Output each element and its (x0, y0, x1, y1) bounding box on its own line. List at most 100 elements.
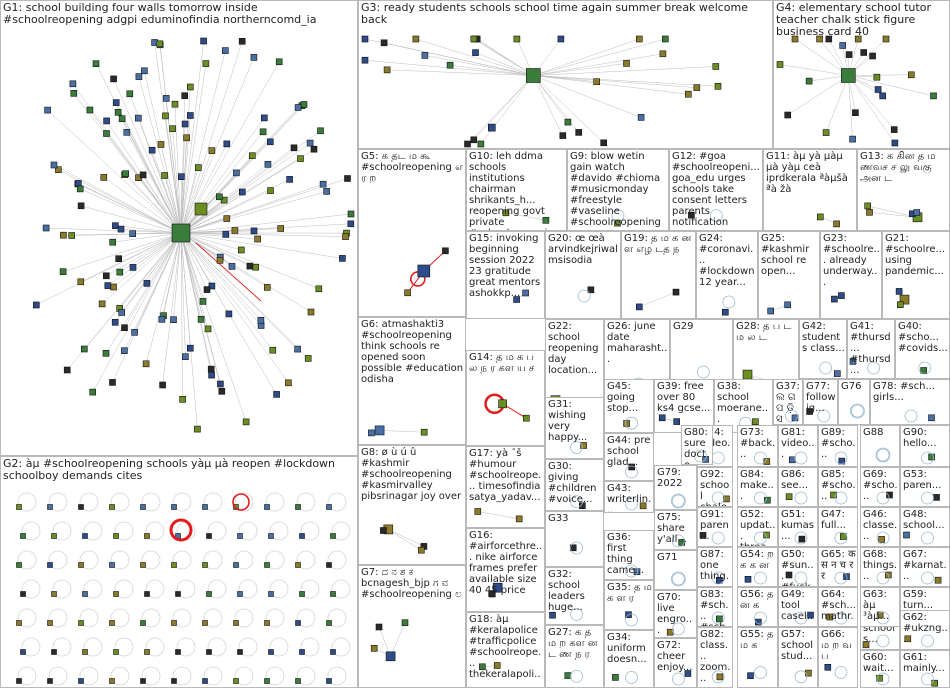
network-node (514, 36, 520, 42)
network-node (172, 505, 177, 510)
group-label: G82: class... zoom... (700, 629, 731, 684)
network-node (422, 52, 428, 58)
network-node (560, 133, 566, 139)
network-node (78, 279, 84, 285)
group-label: G20: œ œà arvindkejriwal msisodia (548, 233, 619, 266)
network-node (896, 288, 902, 294)
group-panel-g90: G90: hello... (900, 425, 950, 467)
network-node (145, 592, 150, 597)
network-node (219, 388, 225, 394)
group-panel-g24: G24: #coronavi... #lockdown 12 year... (696, 231, 758, 319)
network-node (673, 289, 679, 295)
network-node (278, 226, 284, 232)
network-node (478, 141, 484, 147)
group-panel-g32: G32: school leaders huge... (545, 567, 604, 625)
network-node (43, 225, 49, 231)
network-node (83, 592, 88, 597)
hub-node (418, 265, 430, 277)
network-node (914, 210, 920, 216)
self-loop (877, 449, 889, 461)
graph-edge (848, 76, 933, 96)
network-node (291, 145, 297, 151)
network-node (123, 171, 129, 177)
network-node (79, 621, 84, 626)
graph-edge (58, 170, 181, 233)
group-label: G23: #schoolre... already underway... (823, 233, 880, 288)
self-loop (922, 673, 934, 685)
network-node (71, 90, 77, 96)
group-label: G77: follow ig... (806, 381, 836, 414)
network-node (198, 316, 204, 322)
group-panel-g86: G86: see... (778, 467, 818, 507)
group-panel-g50: G50: #sun... #fuck... (778, 547, 818, 587)
network-node (817, 214, 823, 220)
network-node (331, 650, 336, 655)
network-node (48, 505, 53, 510)
group-panel-g61: G61: mainly... (900, 650, 950, 688)
network-node (122, 325, 128, 331)
group-label: G50: #sun... #fuck... (781, 549, 816, 587)
network-node (865, 203, 871, 209)
group-label: G91: paren... (700, 509, 731, 542)
network-node (831, 296, 837, 302)
graph-edge (533, 39, 639, 76)
group-label: G1: school building four walls tomorrow … (3, 2, 356, 26)
network-node (119, 116, 125, 122)
network-node (471, 36, 477, 42)
network-node (141, 621, 146, 626)
network-node (207, 534, 212, 539)
group-panel-g70: G70: live engro... (654, 590, 697, 638)
network-node (296, 505, 301, 510)
network-node (159, 316, 165, 322)
network-node (348, 221, 354, 227)
group-label: G87: one thing... (700, 549, 731, 587)
network-node (636, 304, 642, 310)
network-node (932, 680, 938, 686)
network-node (659, 415, 665, 421)
network-node (136, 74, 142, 80)
network-node (83, 650, 88, 655)
network-node (216, 194, 222, 200)
group-label: G9: blow wetin gain watch #davido #chiom… (570, 151, 667, 228)
group-label: G24: #coronavi... #lockdown 12 year... (699, 233, 756, 288)
group-label: G78: #sch... girls... (873, 381, 948, 403)
network-node (316, 286, 322, 292)
network-node (320, 181, 326, 187)
network-node (239, 38, 245, 44)
network-node (145, 650, 150, 655)
group-panel-g64: G64: #sch... mathr... (818, 587, 858, 627)
network-node (224, 216, 230, 222)
graph-edge (788, 76, 849, 116)
graph-edge (848, 76, 894, 130)
network-node (114, 534, 119, 539)
group-panel-g85: G85: #scho... (818, 467, 858, 507)
network-node (238, 534, 243, 539)
group-label: G14: த ம க ப ல ந ர கள ய ச (469, 352, 543, 374)
network-node (115, 109, 121, 115)
group-panel-g43: G43: writerlin... #essay... (604, 481, 654, 513)
group-panel-g56: G56: த ன க (737, 587, 778, 627)
network-node (75, 180, 81, 186)
network-node (17, 679, 22, 684)
network-node (104, 131, 110, 137)
network-node (176, 650, 181, 655)
network-node (116, 256, 122, 262)
group-panel-g72: G72: cheer enjoy... (654, 638, 697, 688)
network-node (163, 113, 169, 119)
network-node (234, 679, 239, 684)
graph-edge (181, 233, 203, 301)
self-loop (851, 405, 863, 417)
network-node (267, 139, 273, 145)
network-node (81, 346, 87, 352)
network-node (249, 153, 255, 159)
network-node (119, 310, 125, 316)
group-label: G67: #karnat... (903, 549, 948, 582)
network-node (83, 534, 88, 539)
group-label: G39: free over 80 ks4 gcse... (657, 381, 712, 414)
group-label: G90: hello... (903, 427, 948, 449)
group-panel-g36: G36: first thing came... (604, 530, 654, 580)
network-node (300, 592, 305, 597)
group-panel-g31: G31: wishing very happy... (545, 397, 604, 459)
graph-edge (181, 143, 310, 233)
